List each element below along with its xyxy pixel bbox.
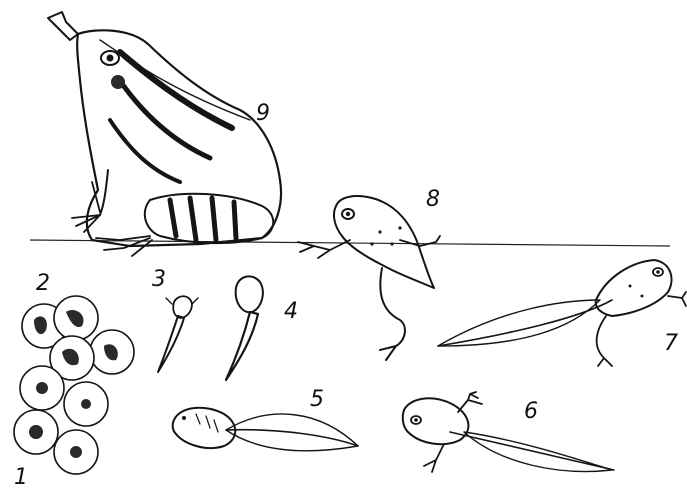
adult-frog [48,12,281,256]
froglet [298,196,440,360]
tadpole-with-tail [173,408,358,451]
stage-label-1: 1 [14,465,28,488]
early-tadpole [226,276,263,380]
stage-label-5: 5 [310,387,324,412]
frog-spawn-eggs [14,296,134,474]
stage-label-2: 2 [36,271,50,296]
stage-label-8: 8 [426,187,440,212]
stage-label-3: 3 [152,267,166,292]
stage-label-7: 7 [664,331,678,356]
stage-label-9: 9 [256,101,270,126]
stage-label-6: 6 [524,399,538,424]
stage-label-4: 4 [284,299,298,324]
tadpole-hind-legs [403,392,614,472]
tadpole-four-legs [438,260,686,366]
hatchling [158,296,198,372]
